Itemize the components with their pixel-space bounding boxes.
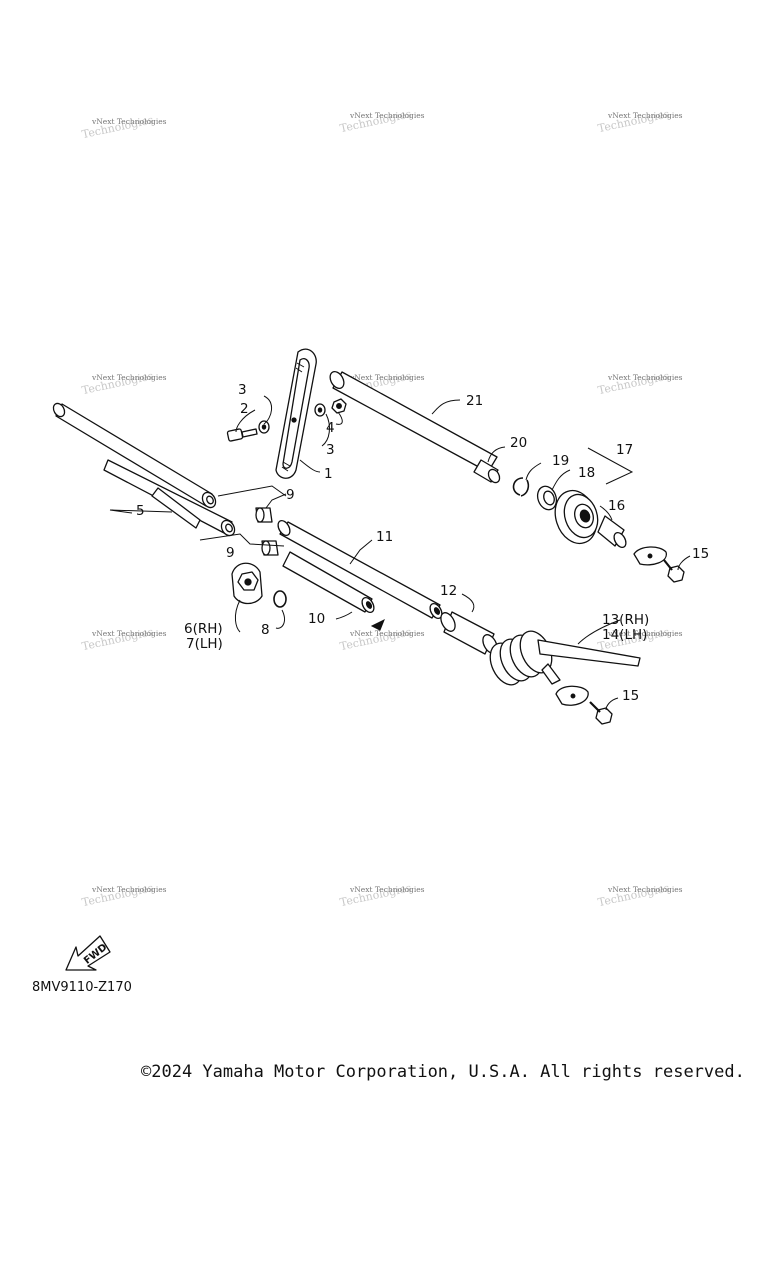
part-label-17: 17 [616,442,633,458]
part-label-8: 8 [261,622,270,638]
part-3-washer-a [258,420,270,434]
part-2-bolt [226,428,258,442]
part-11-tube [277,519,443,620]
part-label-18: 18 [578,465,595,481]
part-16-sleeve [597,515,627,549]
part-1-link-plate [275,348,317,479]
leader-lines [109,395,691,711]
watermark-text: vNext Technologies [349,885,425,894]
part-label-6: 6(RH) [184,621,223,637]
part-6-7-bracket [231,562,263,605]
part-label-13: 13(RH) [602,612,649,628]
part-label-1: 1 [324,466,333,482]
watermark-text: vNext Technologies [607,373,683,382]
part-label-10: 10 [308,611,325,627]
part-label-9b: 9 [226,545,235,561]
part-13-14-torsion-spring [489,630,641,686]
part-4-nut [331,398,347,414]
part-label-5: 5 [136,503,145,519]
watermark-text: vNext Technologies [349,373,425,382]
part-9-bushing-b [261,540,279,556]
watermark-text: vNext Technologies [91,629,167,638]
copyright-notice: ©2024 Yamaha Motor Corporation, U.S.A. A… [141,1062,745,1082]
direction-arrow-icon [370,618,385,631]
part-label-4: 4 [326,420,335,436]
watermark-text: vNext Technologies [91,373,167,382]
part-label-16: 16 [608,498,625,514]
watermark-text: vNext Technologies [91,885,167,894]
part-label-19: 19 [552,453,569,469]
part-9-bushing-a [255,507,273,523]
part-21-shaft [329,370,498,473]
watermark-text: vNext Technologies [349,629,425,638]
part-label-15b: 15 [622,688,639,704]
part-3-washer-b [314,403,326,417]
part-8-circlip [273,590,287,608]
part-label-20: 20 [510,435,527,451]
part-label-12: 12 [440,583,457,599]
part-10-tube [282,551,375,614]
watermark-text: vNext Technologies [91,117,167,126]
part-label-3b: 3 [326,442,335,458]
part-5-frame-arm [52,402,236,537]
part-15-bolt-upper [633,546,685,583]
part-label-21: 21 [466,393,483,409]
part-20-collar [473,459,501,484]
part-label-7: 7(LH) [186,636,223,652]
diagram-code: 8MV9110-Z170 [32,980,132,995]
part-label-2: 2 [240,401,249,417]
part-label-3a: 3 [238,382,247,398]
watermark-text: vNext Technologies [607,111,683,120]
part-18-bearing [536,485,558,511]
part-12-sleeve [440,611,498,655]
part-label-11: 11 [376,529,393,545]
watermark-text: vNext Technologies [607,629,683,638]
part-label-9a: 9 [286,487,295,503]
part-17-wheel [554,489,599,545]
part-19-circlip [512,477,530,497]
watermark-text: vNext Technologies [349,111,425,120]
part-label-15a: 15 [692,546,709,562]
watermark-text: vNext Technologies [607,885,683,894]
part-label-14: 14(LH) [602,627,647,643]
part-15-bolt-lower [555,685,613,725]
fwd-arrow-icon [65,935,111,971]
